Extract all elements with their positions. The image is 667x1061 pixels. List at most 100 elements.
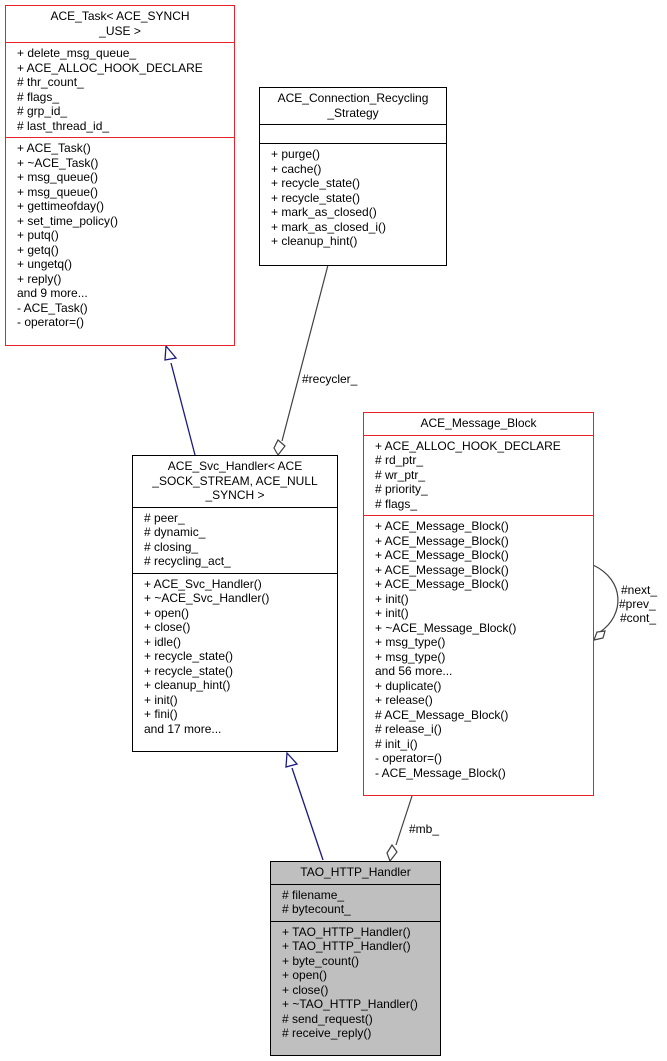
aggregation-diamond-recycler <box>273 439 286 457</box>
attribute-item[interactable]: # closing_ <box>144 539 199 554</box>
attributes-section <box>260 124 446 143</box>
method-item[interactable]: + ACE_Message_Block() <box>375 533 509 548</box>
attribute-item[interactable]: # last_thread_id_ <box>17 118 110 133</box>
attributes-section: + ACE_ALLOC_HOOK_DECLARE# rd_ptr_# wr_pt… <box>364 434 593 516</box>
edge-label-recycler: #recycler_ <box>302 372 358 386</box>
class-ace-message-block[interactable]: ACE_Message_Block + ACE_ALLOC_HOOK_DECLA… <box>363 412 594 796</box>
method-item[interactable]: + cleanup_hint() <box>144 678 231 692</box>
method-item[interactable]: + cache() <box>271 161 322 176</box>
method-item[interactable]: + set_time_policy() <box>17 213 119 228</box>
method-item[interactable]: + mark_as_closed() <box>271 205 377 219</box>
method-item[interactable]: # ACE_Message_Block() <box>375 707 509 722</box>
aggregation-diamond-mb <box>386 843 398 863</box>
method-item[interactable]: + ~ACE_Task() <box>17 155 99 170</box>
methods-section: + purge()+ cache()+ recycle_state()+ rec… <box>260 143 446 253</box>
method-item[interactable]: + release() <box>375 693 433 707</box>
attribute-item[interactable]: # filename_ <box>282 887 345 902</box>
method-item[interactable]: + gettimeofday() <box>17 199 105 213</box>
inheritance-edge-svc-to-task <box>170 362 196 456</box>
method-item[interactable]: + init() <box>144 692 178 707</box>
method-item[interactable]: + msg_type() <box>375 635 446 649</box>
method-item[interactable]: - operator=() <box>17 315 85 329</box>
method-item[interactable]: + fini() <box>144 707 178 721</box>
method-item[interactable]: + ACE_Svc_Handler() <box>144 576 262 591</box>
method-item[interactable]: and 9 more... <box>17 286 88 300</box>
attribute-item[interactable]: + ACE_ALLOC_HOOK_DECLARE <box>17 60 203 75</box>
methods-section: + ACE_Task()+ ~ACE_Task()+ msg_queue()+ … <box>6 137 234 334</box>
method-item[interactable]: + ~ACE_Message_Block() <box>375 620 517 635</box>
method-item[interactable]: + ungetq() <box>17 257 73 271</box>
methods-section: + ACE_Message_Block()+ ACE_Message_Block… <box>364 515 593 784</box>
method-item[interactable]: # init_i() <box>375 736 418 751</box>
class-ace-task[interactable]: ACE_Task< ACE_SYNCH _USE > + delete_msg_… <box>5 5 235 346</box>
aggregation-diamond-self <box>593 630 606 641</box>
attributes-section: # filename_# bytecount_ <box>271 883 440 921</box>
attribute-item[interactable]: # flags_ <box>17 89 60 104</box>
method-item[interactable]: # receive_reply() <box>282 1026 372 1040</box>
attributes-section: # peer_# dynamic_# closing_# recycling_a… <box>133 506 337 573</box>
method-item[interactable]: - ACE_Task() <box>17 300 88 315</box>
method-item[interactable]: + putq() <box>17 228 59 242</box>
method-item[interactable]: + recycle_state() <box>144 649 234 663</box>
method-item[interactable]: + ACE_Message_Block() <box>375 519 509 533</box>
method-item[interactable]: and 56 more... <box>375 664 453 678</box>
inheritance-arrowhead <box>285 751 299 768</box>
method-item[interactable]: + ACE_Task() <box>17 141 91 155</box>
method-item[interactable]: + recycle_state() <box>144 663 234 678</box>
class-ace-svc-handler[interactable]: ACE_Svc_Handler< ACE _SOCK_STREAM, ACE_N… <box>132 455 338 752</box>
method-item[interactable]: + open() <box>144 605 190 620</box>
attribute-item[interactable]: # thr_count_ <box>17 75 84 89</box>
attribute-item[interactable]: # grp_id_ <box>17 104 68 118</box>
method-item[interactable]: + TAO_HTTP_Handler() <box>282 924 411 939</box>
method-item[interactable]: + purge() <box>271 147 321 161</box>
association-edge-mb <box>395 795 413 846</box>
class-title[interactable]: TAO_HTTP_Handler <box>300 865 411 879</box>
methods-section: + ACE_Svc_Handler()+ ~ACE_Svc_Handler()+… <box>133 572 337 741</box>
method-item[interactable]: + idle() <box>144 634 182 649</box>
inheritance-edge-tao-to-svc <box>291 767 324 861</box>
attribute-item[interactable]: # wr_ptr_ <box>375 467 426 482</box>
class-tao-http-handler[interactable]: TAO_HTTP_Handler # filename_# bytecount_… <box>270 861 441 1056</box>
method-item[interactable]: + ACE_Message_Block() <box>375 577 509 591</box>
attribute-item[interactable]: # rd_ptr_ <box>375 453 424 467</box>
method-item[interactable]: # send_request() <box>282 1011 373 1026</box>
method-item[interactable]: + ~TAO_HTTP_Handler() <box>282 997 418 1011</box>
method-item[interactable]: + msg_type() <box>375 649 446 664</box>
attribute-item[interactable]: + ACE_ALLOC_HOOK_DECLARE <box>375 438 561 453</box>
method-item[interactable]: # release_i() <box>375 722 442 736</box>
method-item[interactable]: + ~ACE_Svc_Handler() <box>144 591 270 605</box>
method-item[interactable]: + duplicate() <box>375 678 442 693</box>
method-item[interactable]: + cleanup_hint() <box>271 234 358 248</box>
method-item[interactable]: + recycle_state() <box>271 176 361 190</box>
method-item[interactable]: + getq() <box>17 242 59 257</box>
attribute-item[interactable]: # peer_ <box>144 510 185 525</box>
method-item[interactable]: + byte_count() <box>282 953 360 968</box>
method-item[interactable]: + close() <box>144 620 191 634</box>
class-title[interactable]: ACE_Message_Block <box>420 416 537 430</box>
method-item[interactable]: + init() <box>375 591 409 606</box>
attribute-item[interactable]: # bytecount_ <box>282 902 351 916</box>
class-ace-connection-recycling-strategy[interactable]: ACE_Connection_Recycling _Strategy + pur… <box>259 87 447 266</box>
method-item[interactable]: + ACE_Message_Block() <box>375 562 509 577</box>
attribute-item[interactable]: # recycling_act_ <box>144 554 231 568</box>
attribute-item[interactable]: # dynamic_ <box>144 525 206 539</box>
method-item[interactable]: - ACE_Message_Block() <box>375 765 506 780</box>
method-item[interactable]: + close() <box>282 982 329 997</box>
method-item[interactable]: + TAO_HTTP_Handler() <box>282 939 411 953</box>
method-item[interactable]: + init() <box>375 606 409 620</box>
attribute-item[interactable]: + delete_msg_queue_ <box>17 46 137 60</box>
class-title[interactable]: ACE_Svc_Handler< ACE _SOCK_STREAM, ACE_N… <box>152 459 318 502</box>
class-title[interactable]: ACE_Task< ACE_SYNCH _USE > <box>50 9 190 38</box>
method-item[interactable]: + recycle_state() <box>271 190 361 205</box>
method-item[interactable]: + msg_queue() <box>17 184 99 199</box>
method-item[interactable]: + msg_queue() <box>17 170 99 184</box>
class-title[interactable]: ACE_Connection_Recycling _Strategy <box>277 91 429 120</box>
method-item[interactable]: + open() <box>282 968 328 982</box>
attribute-item[interactable]: # priority_ <box>375 482 428 496</box>
method-item[interactable]: + ACE_Message_Block() <box>375 548 509 562</box>
method-item[interactable]: + reply() <box>17 271 62 286</box>
attribute-item[interactable]: # flags_ <box>375 496 418 511</box>
method-item[interactable]: + mark_as_closed_i() <box>271 219 387 234</box>
method-item[interactable]: and 17 more... <box>144 721 222 736</box>
method-item[interactable]: - operator=() <box>375 751 443 765</box>
